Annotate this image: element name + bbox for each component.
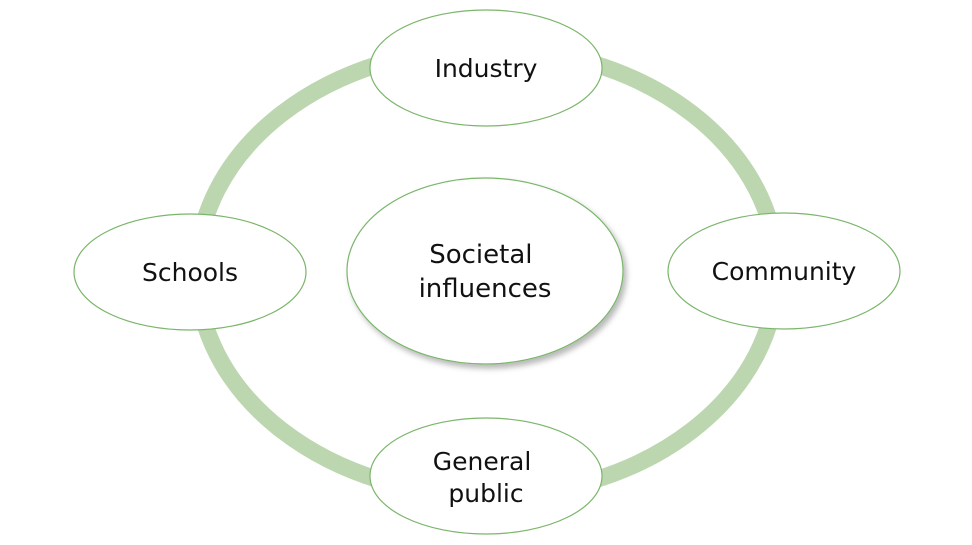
node-community-line-1: Community (712, 257, 857, 286)
node-general-public-label: General public (433, 447, 539, 508)
node-schools-line-1: Schools (142, 258, 238, 287)
node-general-public-line-2: public (448, 479, 523, 508)
node-industry-shape (369, 9, 603, 127)
node-industry-label: Industry (435, 54, 538, 83)
node-community-shape (667, 212, 901, 330)
node-industry: Industry (369, 9, 603, 127)
center-node: Societal influences (346, 177, 624, 365)
node-general-public-shape (369, 417, 603, 535)
center-node-shape (346, 177, 624, 365)
node-schools: Schools (73, 213, 307, 331)
center-node-label: Societal influences (419, 240, 552, 304)
node-industry-line-1: Industry (435, 54, 538, 83)
node-general-public: General public (369, 417, 603, 535)
node-community: Community (667, 212, 901, 330)
node-community-label: Community (712, 257, 857, 286)
center-node-line-1: Societal (429, 240, 532, 270)
center-node-line-2: influences (419, 274, 552, 304)
node-schools-label: Schools (142, 258, 238, 287)
node-schools-shape (73, 213, 307, 331)
node-general-public-line-1: General (433, 447, 532, 476)
